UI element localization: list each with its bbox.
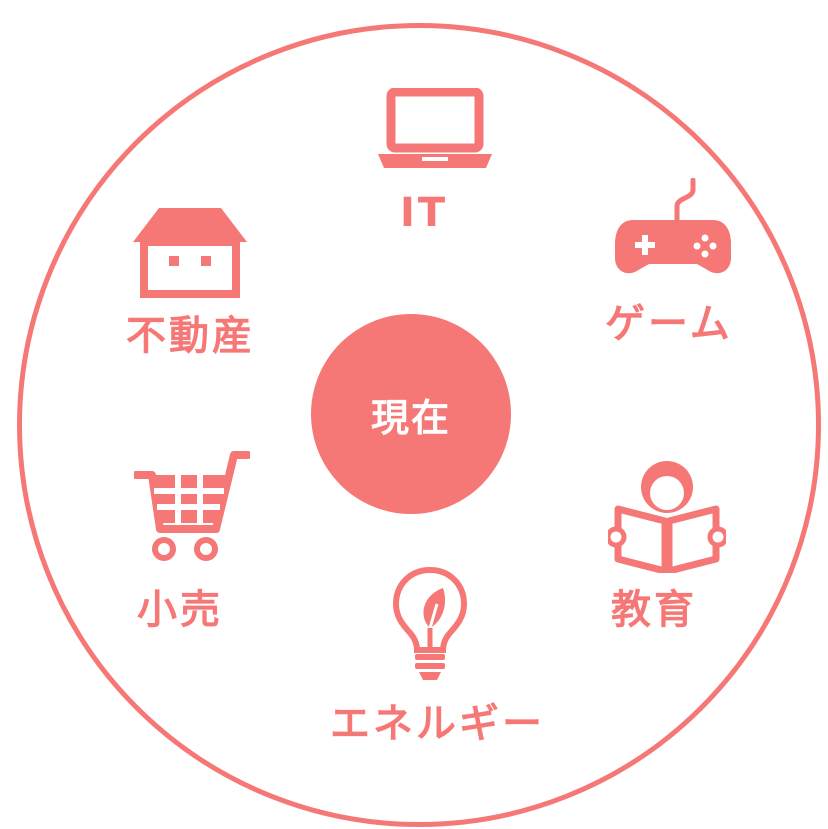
center-circle: 現在 xyxy=(311,314,511,514)
gamepad-icon xyxy=(613,178,733,278)
label-education: 教育 xyxy=(611,587,697,633)
label-game: ゲーム xyxy=(605,301,733,347)
center-label: 現在 xyxy=(370,395,451,440)
label-real-estate: 不動産 xyxy=(126,313,255,359)
label-retail: 小売 xyxy=(137,587,223,633)
label-energy: エネルギー xyxy=(330,701,545,747)
shopping-cart-icon xyxy=(134,449,250,561)
reading-person-icon xyxy=(608,455,726,573)
house-icon xyxy=(131,206,249,298)
label-it: IT xyxy=(400,190,449,236)
outer-ring xyxy=(17,23,821,827)
lightbulb-leaf-icon xyxy=(391,566,469,684)
laptop-icon xyxy=(378,88,492,170)
